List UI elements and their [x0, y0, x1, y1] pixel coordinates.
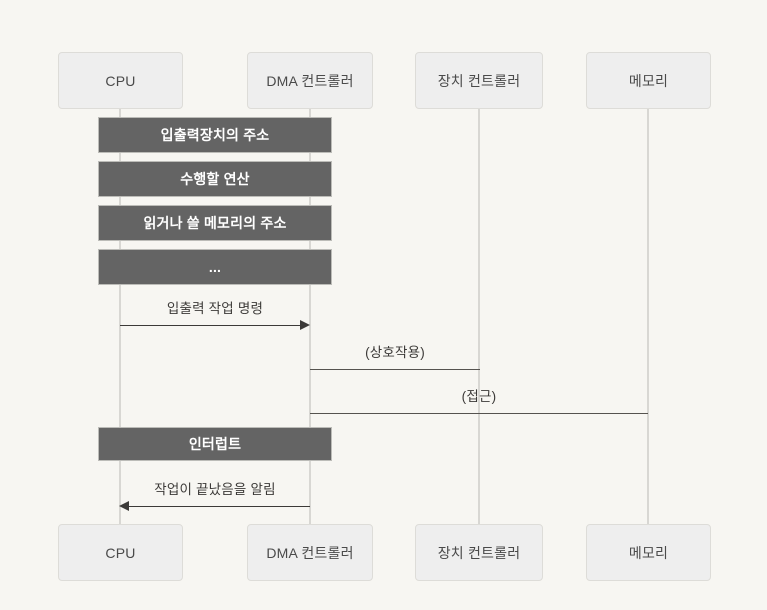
bar-memory-address: 읽거나 쓸 메모리의 주소	[98, 205, 332, 241]
participant-box-dma-bottom[interactable]: DMA 컨트롤러	[247, 524, 373, 581]
message-label-access: (접근)	[310, 385, 648, 405]
bar-label-io-device-address: 입출력장치의 주소	[160, 127, 270, 143]
message-line-done-notify	[128, 506, 310, 507]
message-text-access: (접근)	[461, 389, 497, 404]
participant-box-memory-top[interactable]: 메모리	[586, 52, 711, 109]
message-line-interaction	[310, 369, 480, 370]
message-arrowhead-io-command	[300, 320, 310, 330]
participant-label-cpu-bottom: CPU	[105, 544, 136, 561]
bar-ellipsis: ...	[98, 249, 332, 285]
message-text-io-command: 입출력 작업 명령	[166, 301, 264, 316]
message-label-io-command: 입출력 작업 명령	[120, 297, 310, 317]
bar-interrupt: 인터럽트	[98, 427, 332, 461]
participant-label-device-bottom: 장치 컨트롤러	[437, 544, 521, 561]
participant-label-dma-top: DMA 컨트롤러	[266, 72, 354, 89]
lifeline-cpu	[119, 108, 121, 524]
message-label-done-notify: 작업이 끝났음을 알림	[120, 478, 310, 498]
message-label-interaction: (상호작용)	[310, 341, 480, 361]
lifeline-dma	[309, 108, 311, 524]
participant-box-memory-bottom[interactable]: 메모리	[586, 524, 711, 581]
message-line-io-command	[120, 325, 302, 326]
participant-box-dma-top[interactable]: DMA 컨트롤러	[247, 52, 373, 109]
participant-box-cpu-top[interactable]: CPU	[58, 52, 183, 109]
participant-box-cpu-bottom[interactable]: CPU	[58, 524, 183, 581]
bar-label-ellipsis: ...	[208, 259, 222, 275]
participant-label-memory-bottom: 메모리	[628, 544, 669, 561]
lifeline-device	[478, 108, 480, 524]
bar-operation: 수행할 연산	[98, 161, 332, 197]
bar-io-device-address: 입출력장치의 주소	[98, 117, 332, 153]
participant-box-device-top[interactable]: 장치 컨트롤러	[415, 52, 543, 109]
participant-label-device-top: 장치 컨트롤러	[437, 72, 521, 89]
bar-label-memory-address: 읽거나 쓸 메모리의 주소	[143, 215, 287, 231]
message-text-interaction: (상호작용)	[365, 345, 425, 360]
message-arrowhead-done-notify	[119, 501, 129, 511]
message-line-access	[310, 413, 648, 414]
participant-box-device-bottom[interactable]: 장치 컨트롤러	[415, 524, 543, 581]
message-text-done-notify: 작업이 끝났음을 알림	[154, 482, 276, 497]
participant-label-memory-top: 메모리	[628, 72, 669, 89]
bar-label-interrupt: 인터럽트	[188, 436, 242, 452]
participant-label-cpu-top: CPU	[105, 72, 136, 89]
participant-label-dma-bottom: DMA 컨트롤러	[266, 544, 354, 561]
lifeline-memory	[647, 108, 649, 524]
bar-label-operation: 수행할 연산	[180, 171, 250, 187]
